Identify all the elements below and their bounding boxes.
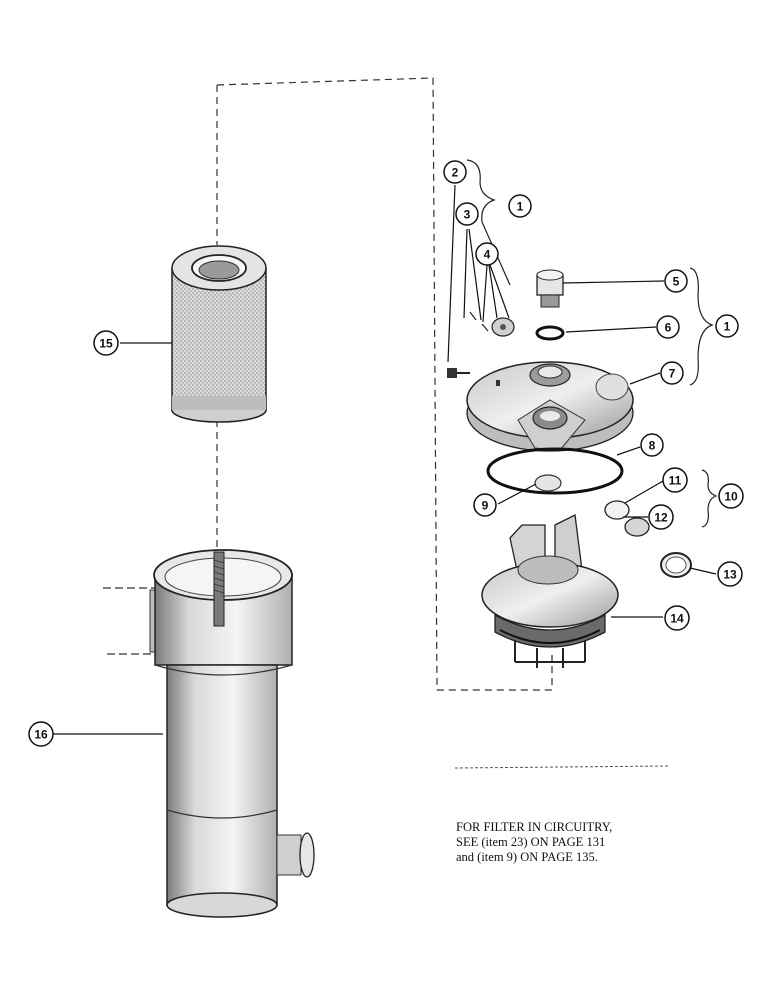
callout-label: 16: [34, 728, 48, 742]
note-line-2: SEE (item 23) ON PAGE 131: [456, 835, 606, 849]
callout-label: 2: [452, 166, 459, 180]
callout-4: 4: [475, 242, 499, 266]
filter-element: [171, 245, 267, 423]
note-separator: [454, 765, 669, 769]
callout-1-right: 1: [715, 314, 739, 338]
callout-3: 3: [455, 202, 479, 226]
callout-2: 2: [443, 160, 467, 184]
callout-label: 15: [99, 337, 113, 351]
callout-11: 11: [662, 467, 688, 493]
note-line-1: FOR FILTER IN CIRCUITRY,: [456, 820, 613, 834]
callouts: 1 1 2 3 4 5 6 7 8 9 10 11 12 13 14 15 16: [28, 160, 744, 747]
callout-label: 11: [669, 474, 682, 488]
callout-10: 10: [718, 483, 744, 509]
note-line-3: and (item 9) ON PAGE 135.: [456, 850, 598, 864]
group-brackets: [466, 159, 718, 528]
callout-7: 7: [660, 361, 684, 385]
callout-label: 3: [464, 208, 471, 222]
callout-label: 12: [654, 511, 668, 525]
callout-label: 10: [724, 490, 738, 504]
assembly-dashed-lines: [216, 77, 553, 691]
callout-label: 8: [649, 439, 656, 453]
callout-label: 9: [482, 499, 489, 513]
callout-15: 15: [93, 330, 119, 356]
callout-5: 5: [664, 269, 688, 293]
cover-assembly: [447, 269, 692, 578]
callout-label: 6: [665, 321, 672, 335]
callout-14: 14: [664, 605, 690, 631]
callout-9: 9: [473, 493, 497, 517]
callout-8: 8: [640, 433, 664, 457]
callout-label: 1: [517, 200, 524, 214]
callout-13: 13: [717, 561, 743, 587]
callout-1-top: 1: [508, 194, 532, 218]
valve-base: [481, 514, 619, 668]
callout-label: 5: [673, 275, 680, 289]
callout-12: 12: [648, 504, 674, 530]
callout-label: 13: [723, 568, 737, 582]
callout-16: 16: [28, 721, 54, 747]
callout-label: 14: [670, 612, 684, 626]
leader-lines: [53, 184, 717, 735]
circuitry-reference-note: FOR FILTER IN CIRCUITRY, SEE (item 23) O…: [456, 820, 716, 865]
callout-6: 6: [656, 315, 680, 339]
filter-housing: [103, 549, 315, 918]
callout-label: 1: [724, 320, 731, 334]
callout-label: 7: [669, 367, 676, 381]
callout-label: 4: [484, 248, 491, 262]
